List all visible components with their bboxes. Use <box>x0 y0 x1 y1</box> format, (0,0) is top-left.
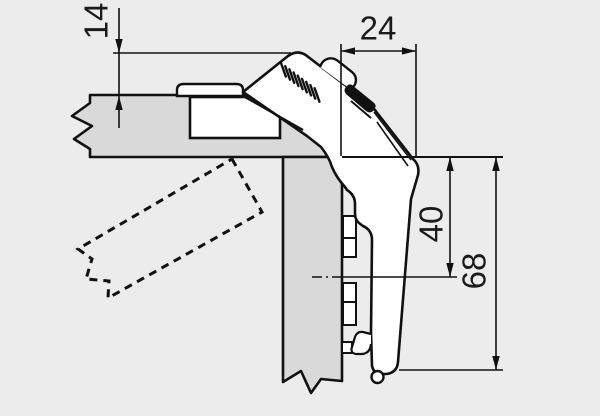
clip-lever <box>350 330 373 356</box>
arm-edge-line-2 <box>376 121 409 167</box>
adjustment-slot <box>344 84 376 113</box>
arm-edge-line-1 <box>373 111 412 161</box>
panel-vertical <box>281 155 344 395</box>
hinge-cup-flange <box>175 82 245 98</box>
dim-40-label: 40 <box>413 206 450 243</box>
slot-edge-line <box>350 100 372 119</box>
adjustment-screw-bump <box>318 57 358 91</box>
hinge-arm <box>241 51 420 376</box>
dimension-14: 14 <box>78 3 291 128</box>
dim-68-arrow-up-icon <box>492 157 500 171</box>
dim-24-arrow-right-icon <box>402 47 416 55</box>
dim-40-arrow-down-icon <box>446 263 454 277</box>
door-open-dashed-outline <box>75 156 265 301</box>
dimension-24: 24 <box>340 10 417 156</box>
cup-lip-line <box>244 96 304 131</box>
dim-14-label: 14 <box>78 3 115 40</box>
dim-24-label: 24 <box>360 10 397 47</box>
dim-14-arrow-down-icon <box>115 39 123 53</box>
dimension-40: 40 <box>312 157 457 278</box>
lever-foot-pin <box>370 369 385 385</box>
dim-24-arrow-left-icon <box>341 47 355 55</box>
dim-14-arrow-up-icon <box>115 96 123 110</box>
mounting-plate <box>341 215 357 354</box>
knurl-hatch-icon <box>279 61 321 103</box>
dim-68-arrow-down-icon <box>492 356 500 370</box>
dimension-68: 68 <box>399 157 503 371</box>
dim-40-arrow-up-icon <box>446 157 454 171</box>
dim-68-label: 68 <box>456 253 493 290</box>
